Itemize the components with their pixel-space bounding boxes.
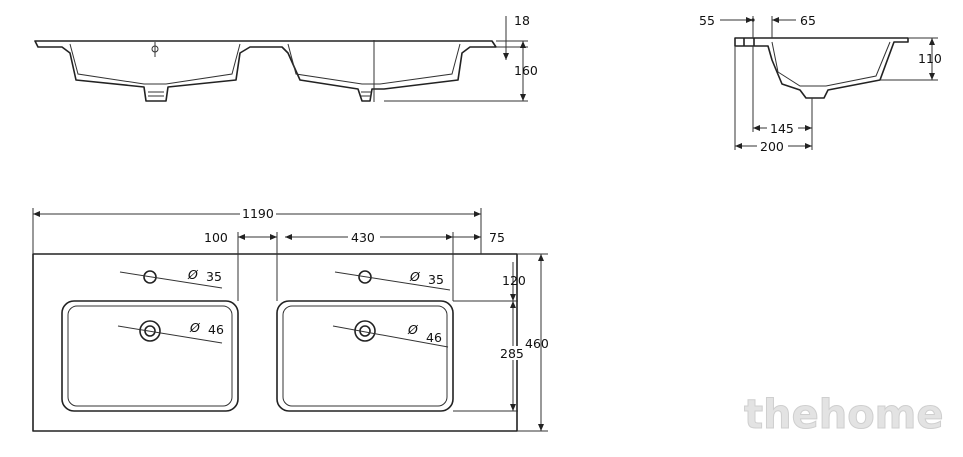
right-drain-icon [332, 320, 449, 348]
left-drain-value: 46 [208, 322, 224, 337]
plan-outline [32, 253, 518, 432]
plan-bowl-right-inner [282, 305, 448, 407]
plan-bowl-right [276, 300, 454, 412]
plan-dim-bowl-depth: 285 [500, 346, 524, 361]
side-dim-depth-bowl: 145 [770, 121, 794, 136]
side-view-tap-icon [743, 38, 755, 46]
plan-dim-bowl-width: 430 [351, 230, 375, 245]
side-dim-depth: 200 [760, 139, 784, 154]
front-dim-top: 18 [514, 13, 530, 28]
plan-dim-right-offset: 75 [489, 230, 505, 245]
side-dim-left: 55 [699, 13, 715, 28]
front-dim-height: 160 [514, 63, 538, 78]
left-drain-symbol: Ø [189, 320, 201, 335]
side-dim-145-mask [767, 121, 798, 135]
side-dim-height: 110 [918, 51, 942, 66]
front-view-drain-right-icon [361, 91, 371, 97]
left-drain-icon [117, 320, 223, 344]
plan-bowl-left [61, 300, 239, 412]
front-view-inner-bowl-right [287, 43, 461, 85]
side-view-inner [771, 41, 891, 87]
front-view-drain-left-icon [148, 91, 164, 97]
front-view: 18 160 [34, 13, 538, 102]
watermark-logo: thehome [744, 392, 944, 438]
right-drain-symbol: Ø [407, 322, 419, 337]
right-tap-hole-icon [334, 270, 451, 291]
left-tap-hole-value: 35 [206, 269, 222, 284]
right-tap-hole-value: 35 [428, 272, 444, 287]
plan-dim-total-width: 1190 [242, 206, 274, 221]
plan-dim-1190-mask [240, 206, 276, 220]
front-view-inner-bowl-left [69, 43, 241, 85]
plan-dim-left-offset: 100 [204, 230, 228, 245]
side-view: 55 65 110 145 200 [699, 13, 942, 154]
left-tap-hole-icon [119, 270, 223, 289]
right-tap-hole-symbol: Ø [409, 269, 421, 284]
left-tap-hole-symbol: Ø [187, 267, 199, 282]
plan-dim-total-depth: 460 [525, 336, 549, 351]
plan-dim-285-mask [499, 346, 528, 360]
plan-view: Ø 35 Ø 46 Ø 35 Ø 46 1190 100 430 75 [32, 206, 549, 432]
plan-dim-430-mask [348, 230, 380, 244]
side-view-outline [734, 37, 909, 99]
right-drain-value: 46 [426, 330, 442, 345]
plan-dim-tap-offset: 120 [502, 273, 526, 288]
front-view-outline [34, 40, 497, 102]
side-dim-right: 65 [800, 13, 816, 28]
side-dim-200-mask [757, 139, 788, 153]
plan-bowl-left-inner [67, 305, 233, 407]
side-dim-dot [751, 18, 755, 22]
